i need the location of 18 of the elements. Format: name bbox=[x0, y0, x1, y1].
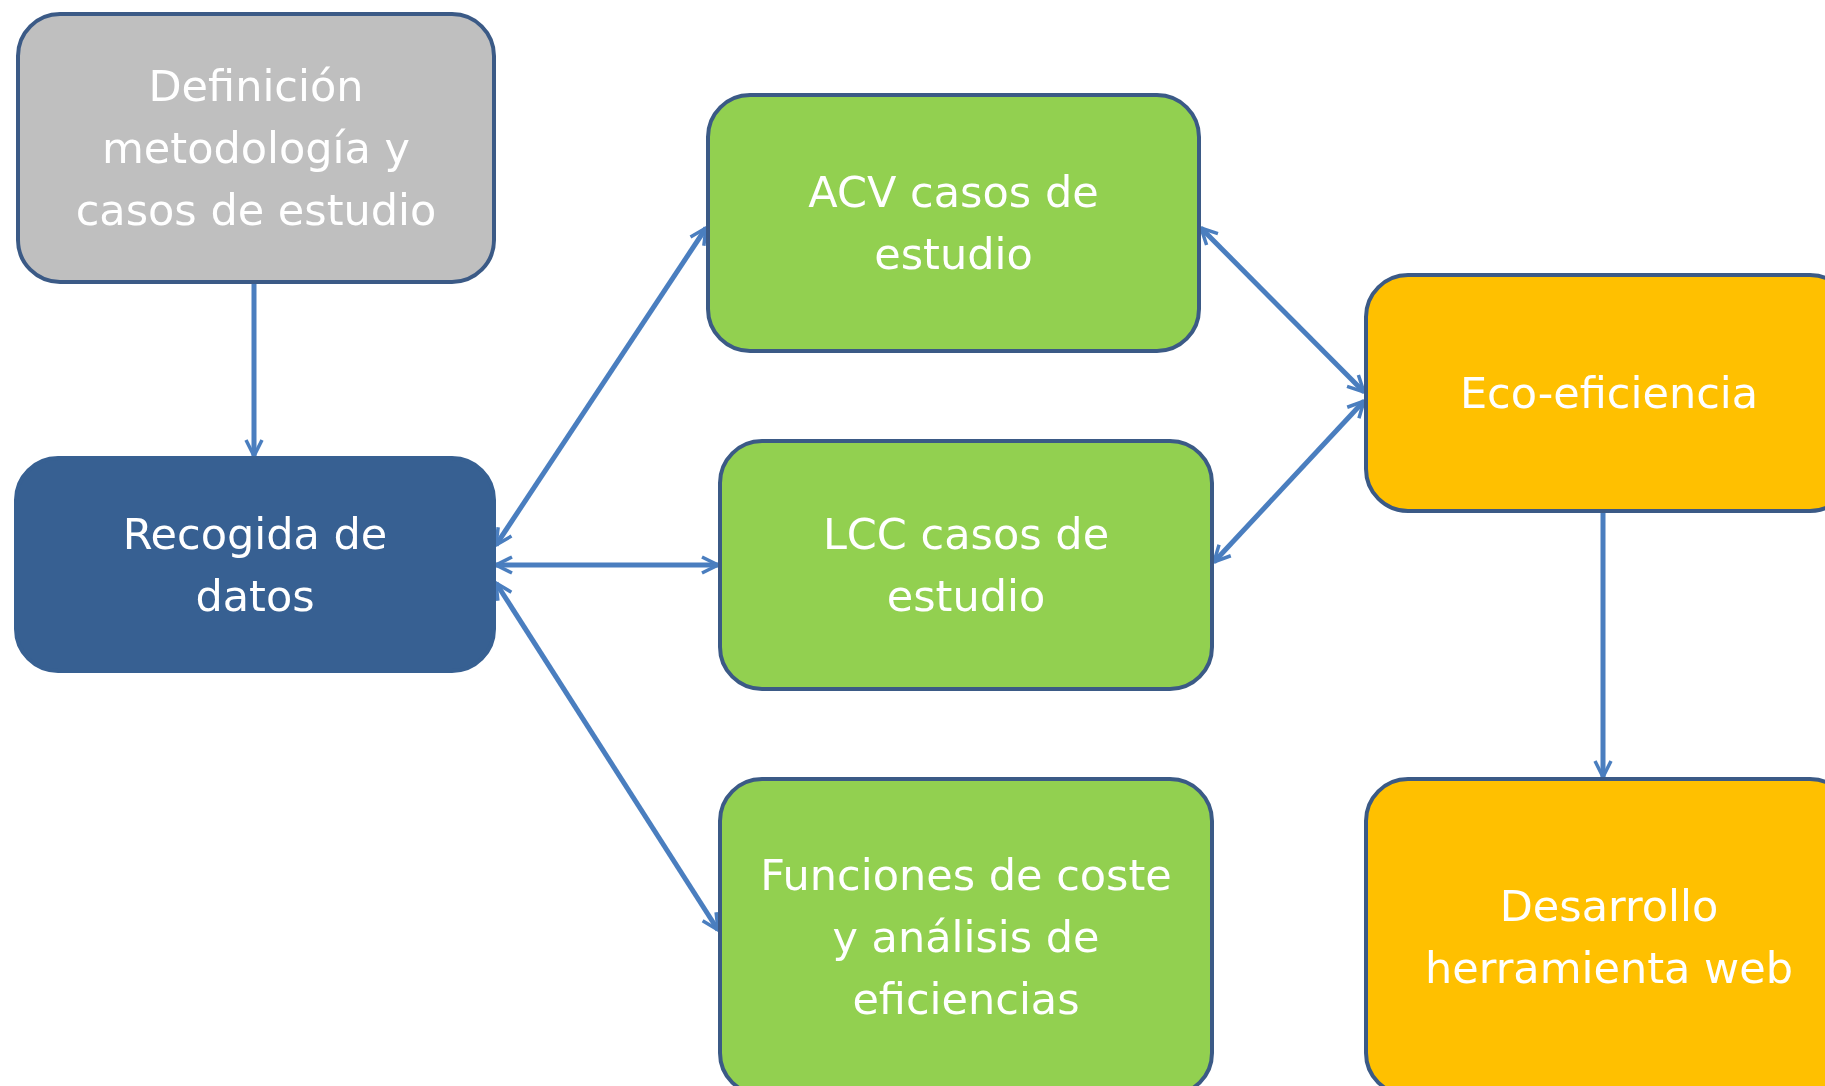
process-box bbox=[1364, 777, 1825, 1086]
arrow bbox=[494, 555, 720, 575]
node-label: Funciones de coste y análisis de eficiencias bbox=[759, 849, 1173, 1026]
node-label: LCC casos de estudio bbox=[821, 508, 1111, 623]
process-box bbox=[16, 12, 496, 284]
arrow bbox=[1593, 513, 1613, 779]
node-label: Recogida de datos bbox=[121, 507, 389, 623]
node-label: Desarrollo herramienta web bbox=[1424, 880, 1794, 995]
arrow bbox=[244, 284, 264, 458]
process-box bbox=[718, 777, 1214, 1086]
node-label: Definición metodología y casos de estudio bbox=[74, 60, 438, 237]
process-box bbox=[718, 439, 1214, 691]
process-box bbox=[1364, 273, 1825, 513]
node-label: Eco-eficiencia bbox=[1458, 367, 1760, 420]
arrow bbox=[1212, 399, 1366, 564]
process-box bbox=[706, 93, 1201, 353]
process-box bbox=[14, 456, 496, 673]
node-label: ACV casos de estudio bbox=[807, 166, 1100, 281]
